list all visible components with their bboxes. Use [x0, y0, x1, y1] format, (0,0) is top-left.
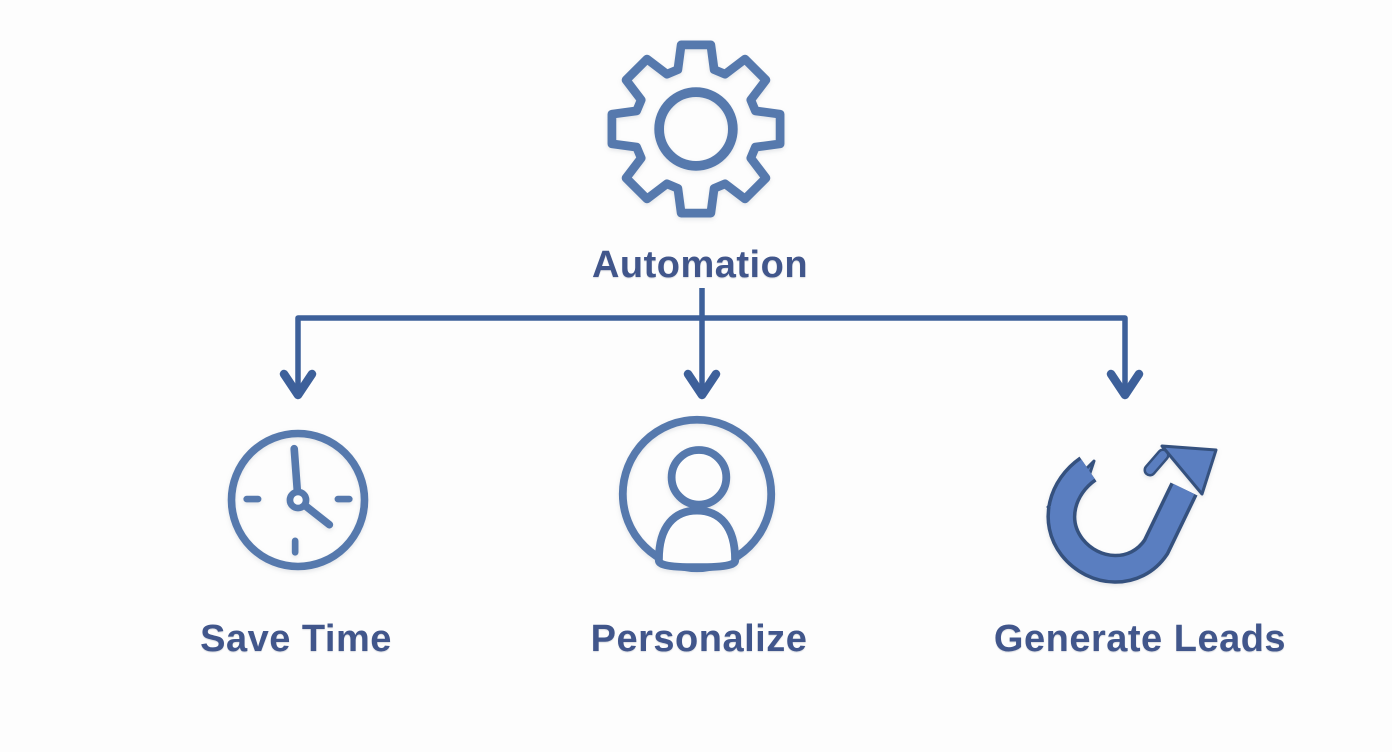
node-label-automation: Automation [591, 244, 809, 286]
clock-icon [227, 429, 369, 571]
arrowhead-down-left [279, 369, 317, 400]
person-icon [618, 415, 776, 573]
gear-icon [607, 40, 785, 218]
arrowhead-down-right [1106, 369, 1144, 400]
node-label-personalize: Personalize [590, 618, 808, 660]
arrowhead-down-center [683, 369, 721, 400]
growth-arrow-icon [1046, 444, 1218, 584]
node-label-save-time: Save Time [200, 618, 392, 660]
node-label-generate-leads: Generate Leads [993, 618, 1287, 660]
arrowhead-ne [1160, 444, 1218, 496]
